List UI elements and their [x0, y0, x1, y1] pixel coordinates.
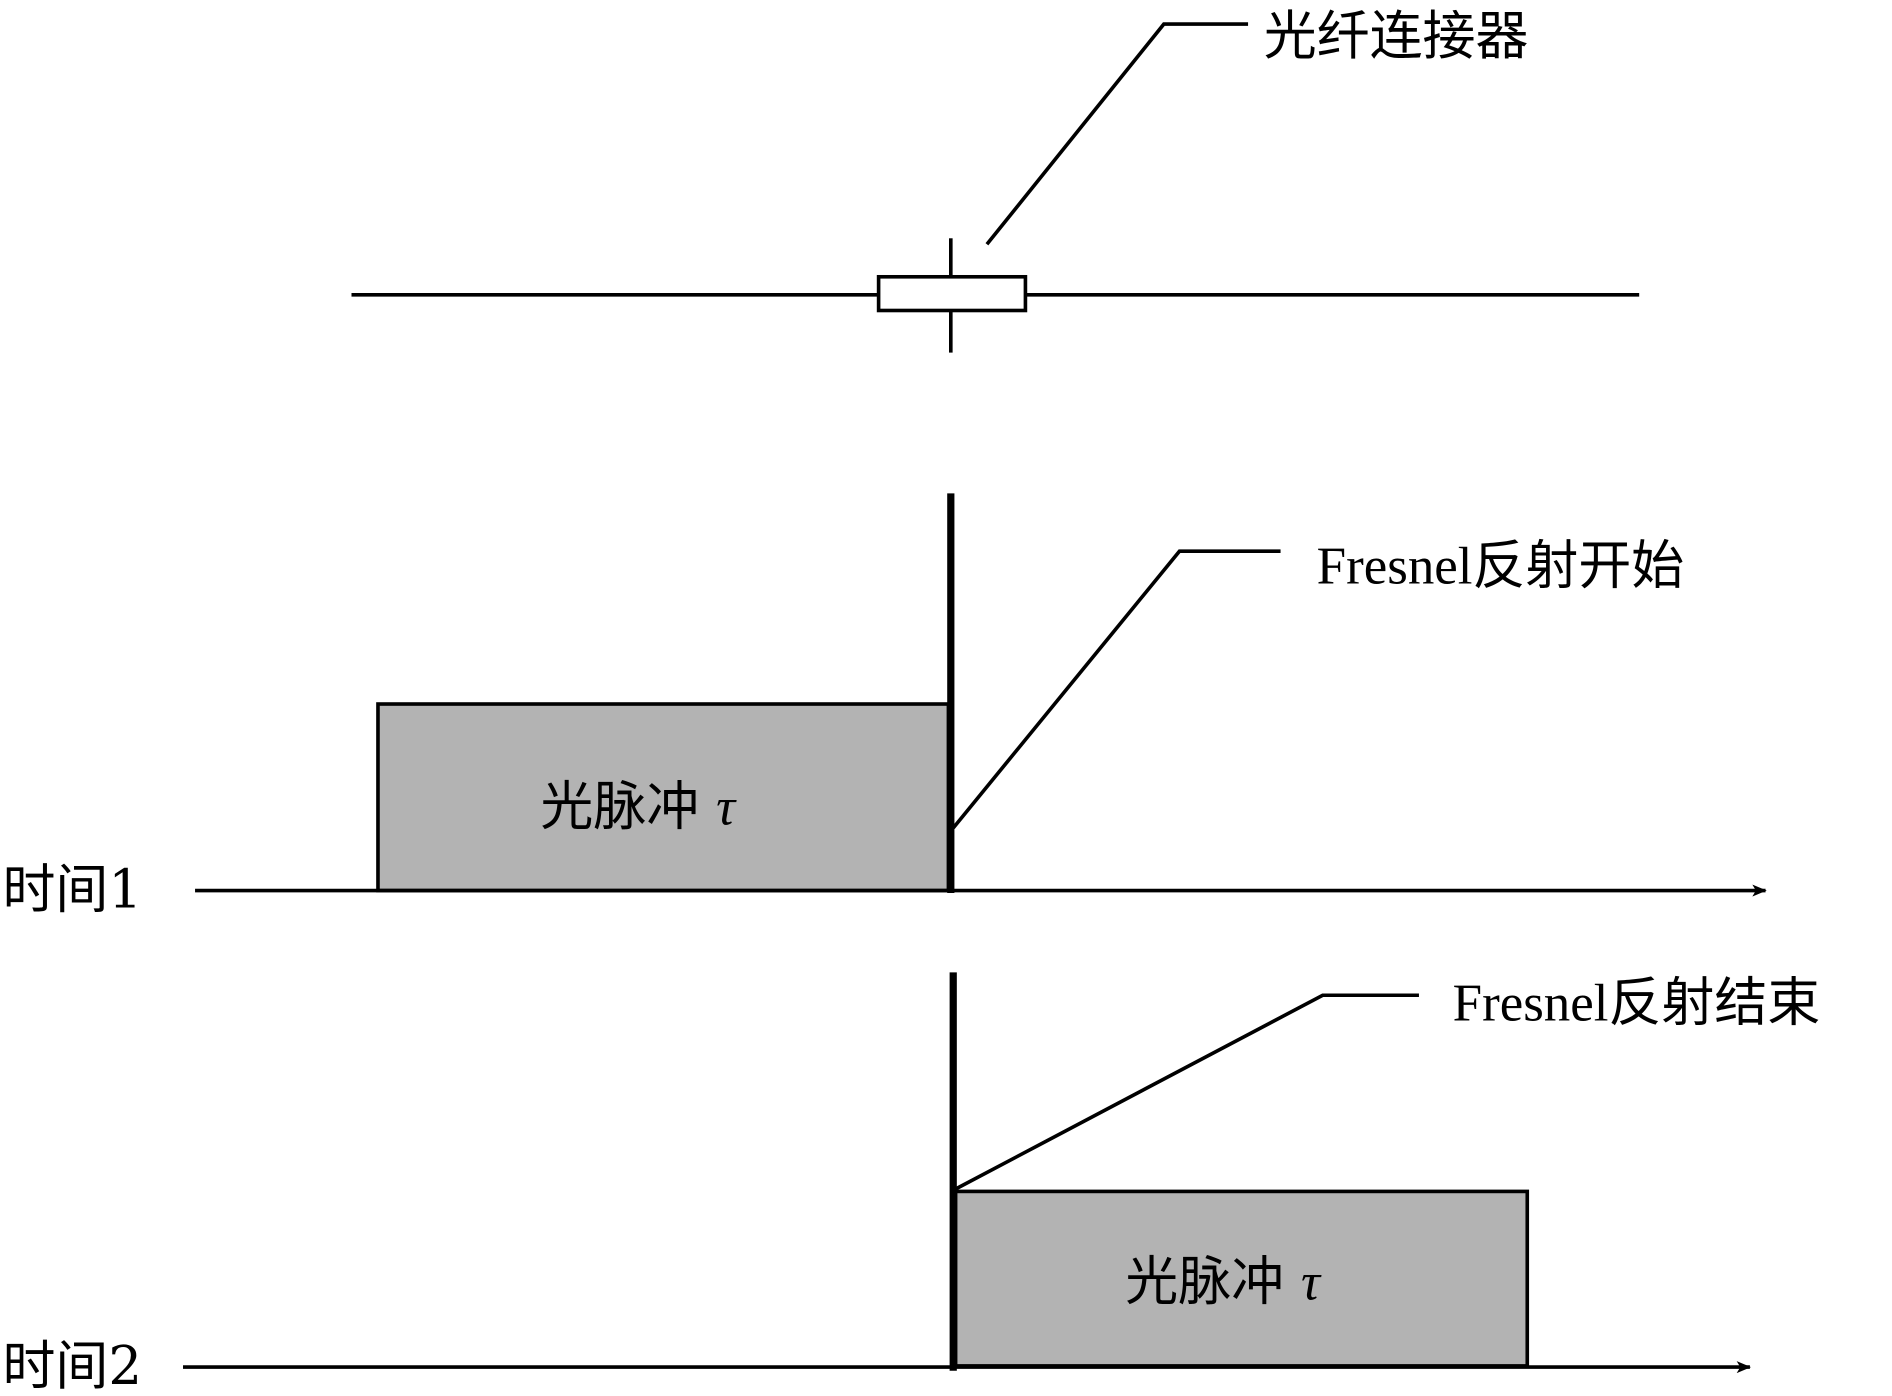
fresnel-start-label: Fresnel反射开始 — [1317, 536, 1685, 597]
connector-box — [876, 274, 1028, 313]
fresnel-end-label: Fresnel反射结束 — [1453, 973, 1821, 1034]
time1-axis-label: 时间1 — [2, 859, 142, 920]
time1-pulse-rect — [376, 702, 951, 893]
time2-axis-label: 时间2 — [2, 1336, 142, 1396]
connector-label: 光纤连接器 — [1264, 6, 1529, 67]
fiber-connector-section: 光纤连接器 — [351, 6, 1640, 353]
fresnel-start-leader-line — [951, 549, 1281, 830]
fresnel-end-leader-line — [954, 993, 1419, 1191]
connector-leader-line — [985, 22, 1249, 246]
time2-pulse-rect — [953, 1189, 1530, 1368]
